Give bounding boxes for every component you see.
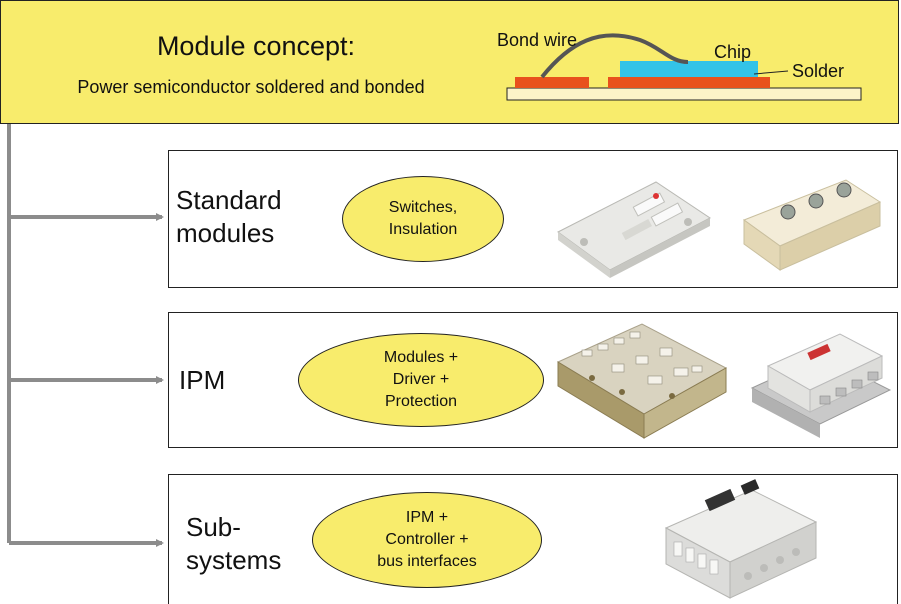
bubble-line: IPM + xyxy=(405,509,449,526)
bubble-line: Switches, xyxy=(388,199,458,216)
label-line: Sub- xyxy=(186,512,241,542)
subsystems-label: Sub- systems xyxy=(186,511,281,577)
label-line: Standard xyxy=(176,185,282,215)
solder-left-pad xyxy=(515,77,589,88)
bubble-line: Insulation xyxy=(388,221,458,238)
chip-layer xyxy=(620,61,758,77)
solder-label: Solder xyxy=(792,61,844,81)
ipm-board-photo xyxy=(556,323,728,439)
bubble-line: Driver + xyxy=(392,371,450,388)
label-line: systems xyxy=(186,545,282,575)
chip-label: Chip xyxy=(714,42,751,62)
bubble-line: Protection xyxy=(384,393,458,410)
label-line: modules xyxy=(176,218,275,248)
standard-modules-bubble: Switches, Insulation xyxy=(342,176,504,262)
header-subtitle: Power semiconductor soldered and bonded xyxy=(77,77,425,97)
subsystems-bubble: IPM + Controller + bus interfaces xyxy=(312,492,542,588)
subsystem-photo xyxy=(664,479,818,599)
standard-module-photo xyxy=(742,179,882,271)
ipm-label: IPM xyxy=(179,364,225,397)
bubble-line: Modules + xyxy=(383,349,459,366)
solder-right-pad xyxy=(608,77,770,88)
ipm-bubble: Modules + Driver + Protection xyxy=(298,333,544,427)
ipm-module-photo xyxy=(750,333,892,438)
bubble-line: bus interfaces xyxy=(377,553,477,570)
layer-cross-section-diagram: Bond wire Chip Solder xyxy=(497,30,862,101)
header-title: Module concept: xyxy=(156,31,356,61)
bond-wire-label: Bond wire xyxy=(497,30,577,50)
bubble-line: Controller + xyxy=(385,531,469,548)
label-line: IPM xyxy=(179,365,226,395)
bond-wire xyxy=(540,33,689,79)
standard-modules-label: Standard modules xyxy=(176,184,282,250)
solder-pointer-line xyxy=(753,70,789,75)
semix-module-photo xyxy=(557,181,711,278)
